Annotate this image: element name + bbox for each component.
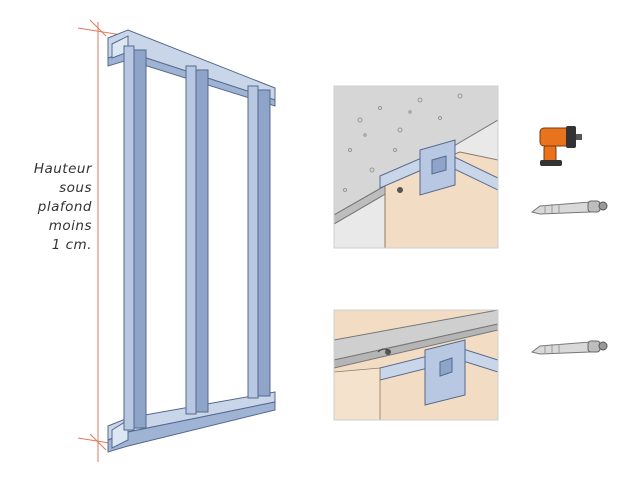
vertical-studs — [123, 45, 271, 431]
annotation-line-4: moins — [48, 218, 92, 234]
annotation-line-3: plafond — [37, 199, 92, 215]
height-annotation: Hauteur sous plafond moins 1 cm. — [4, 160, 92, 255]
bottom-rail — [107, 391, 276, 453]
annotation-line-2: sous — [59, 180, 92, 196]
annotation-line-5: 1 cm. — [51, 237, 92, 253]
annotation-line-1: Hauteur — [33, 161, 92, 177]
height-dimension-line — [77, 19, 129, 462]
